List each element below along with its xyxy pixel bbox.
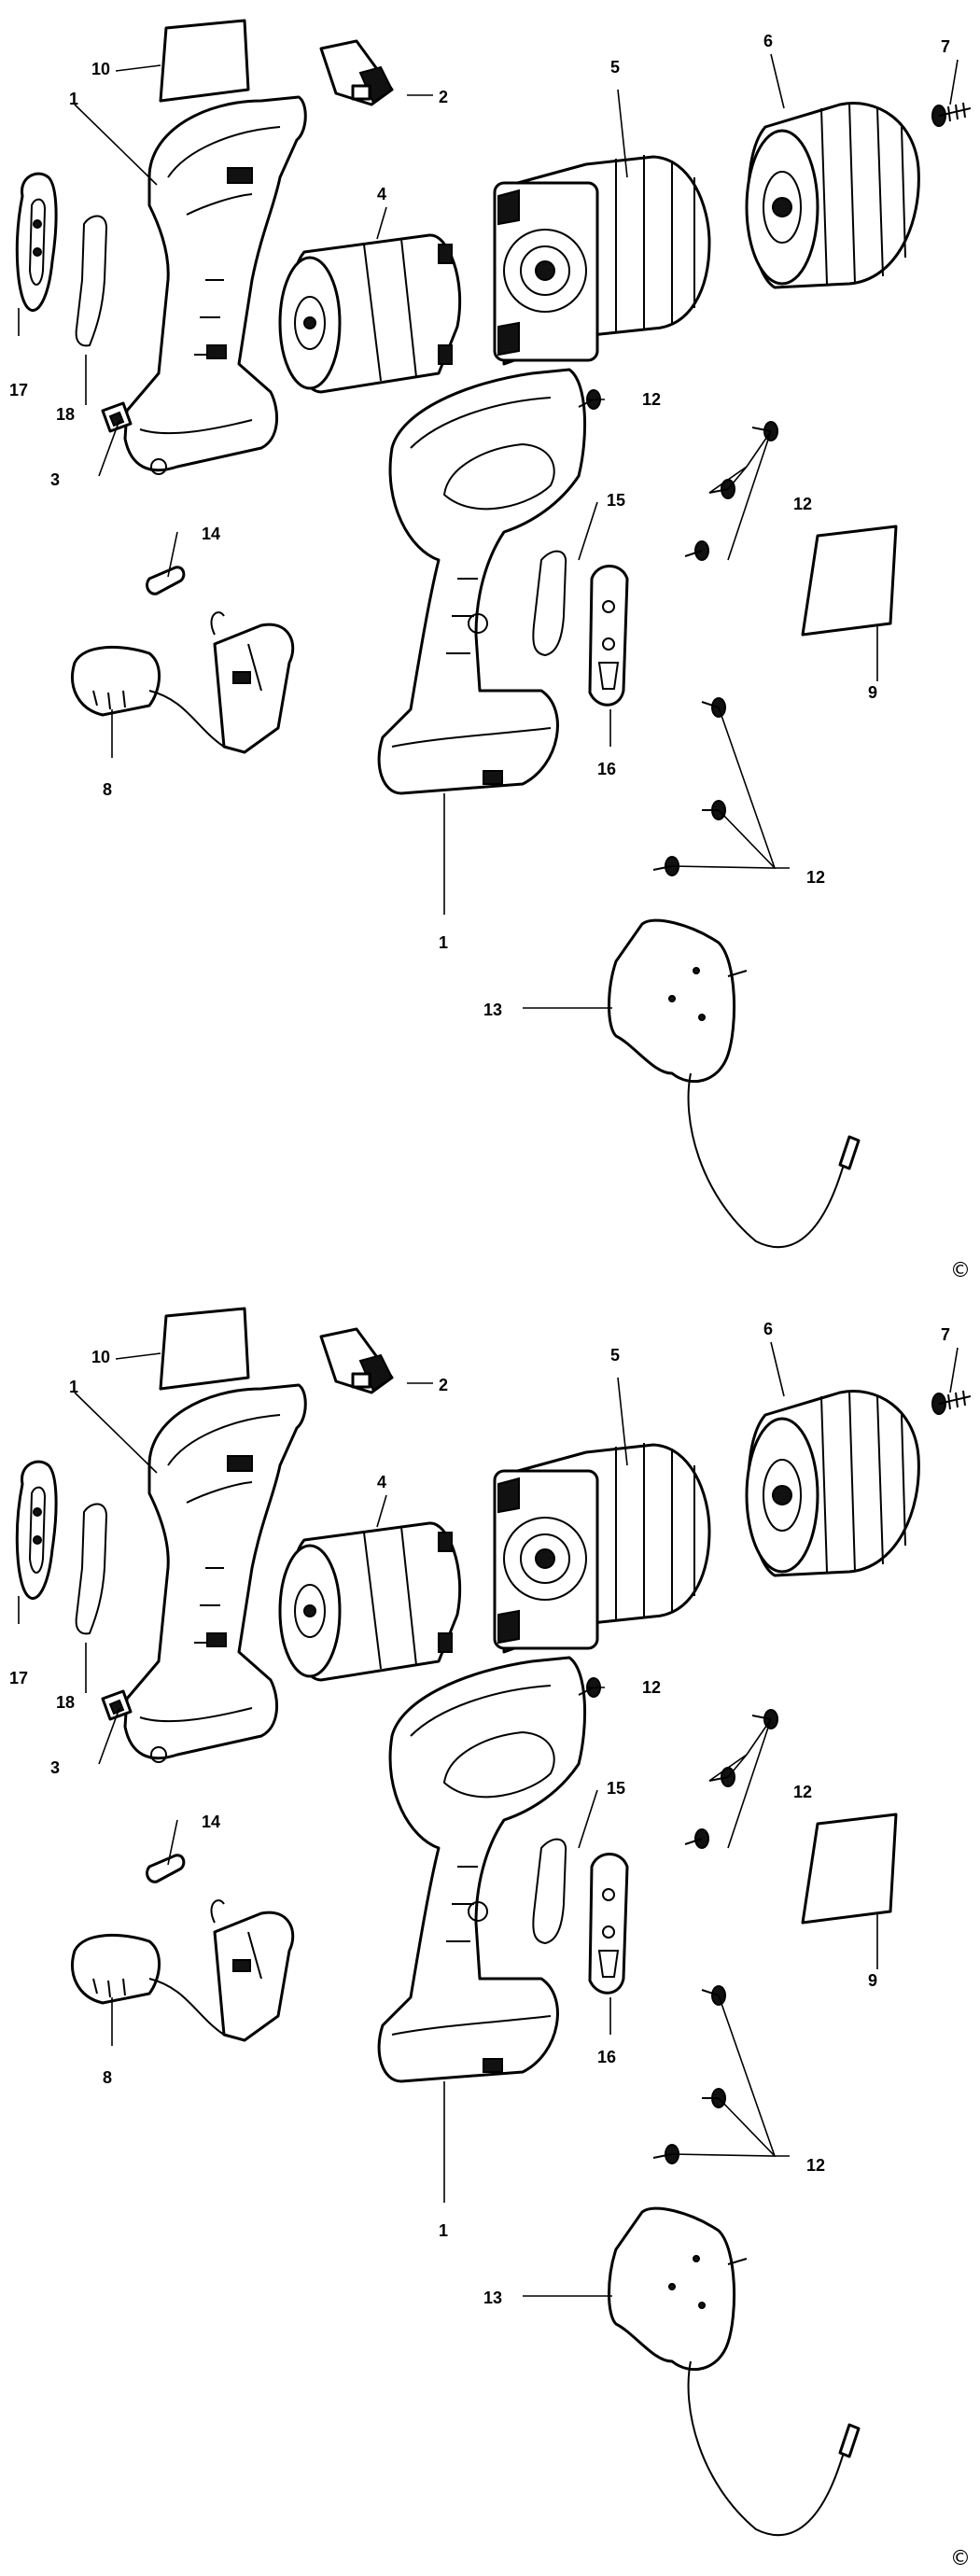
sheet-top bbox=[7, 19, 973, 1284]
sheet-bottom bbox=[7, 1307, 973, 2572]
